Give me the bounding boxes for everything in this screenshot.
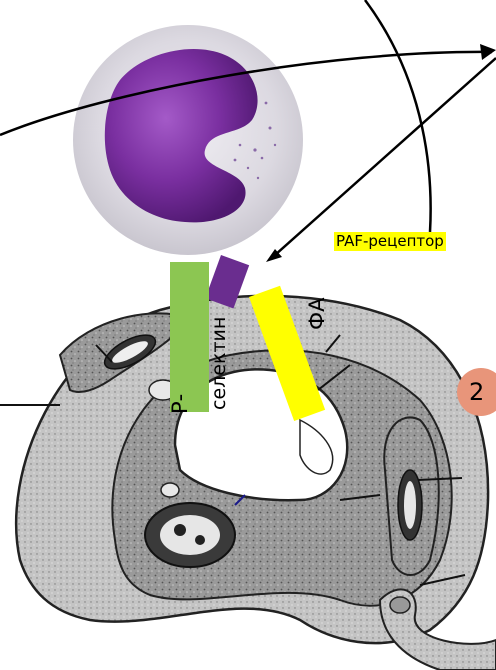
granule	[261, 157, 264, 160]
step-number: 2	[469, 378, 484, 406]
arrowhead-top	[480, 44, 496, 60]
granule	[253, 148, 256, 151]
pericyte-nucleus-inner	[160, 515, 220, 555]
arrow-to-receptor	[275, 58, 496, 255]
nucleus-right-inner	[404, 481, 416, 529]
granule	[265, 102, 268, 105]
tail-vesicle	[390, 597, 410, 613]
p-selectin-bar	[170, 262, 209, 412]
p-selectin-label: селектин	[208, 317, 230, 410]
granule	[234, 159, 237, 162]
granule	[239, 144, 242, 147]
curve-vertical	[365, 0, 431, 232]
neutrophil-cell	[73, 25, 303, 255]
granule	[274, 144, 276, 146]
pericyte-chromatin-2	[195, 535, 205, 545]
p-selectin-prefix-label: Р-	[168, 394, 192, 414]
granule	[257, 177, 259, 179]
capillary-micrograph	[0, 296, 496, 670]
granule	[269, 127, 272, 130]
pericyte-chromatin-1	[174, 524, 186, 536]
granule	[247, 167, 249, 169]
paf-receptor-label: PAF-рецептор	[334, 232, 446, 251]
mitochondrion-2	[161, 483, 179, 497]
phospholipid-label: ФА	[305, 298, 329, 330]
